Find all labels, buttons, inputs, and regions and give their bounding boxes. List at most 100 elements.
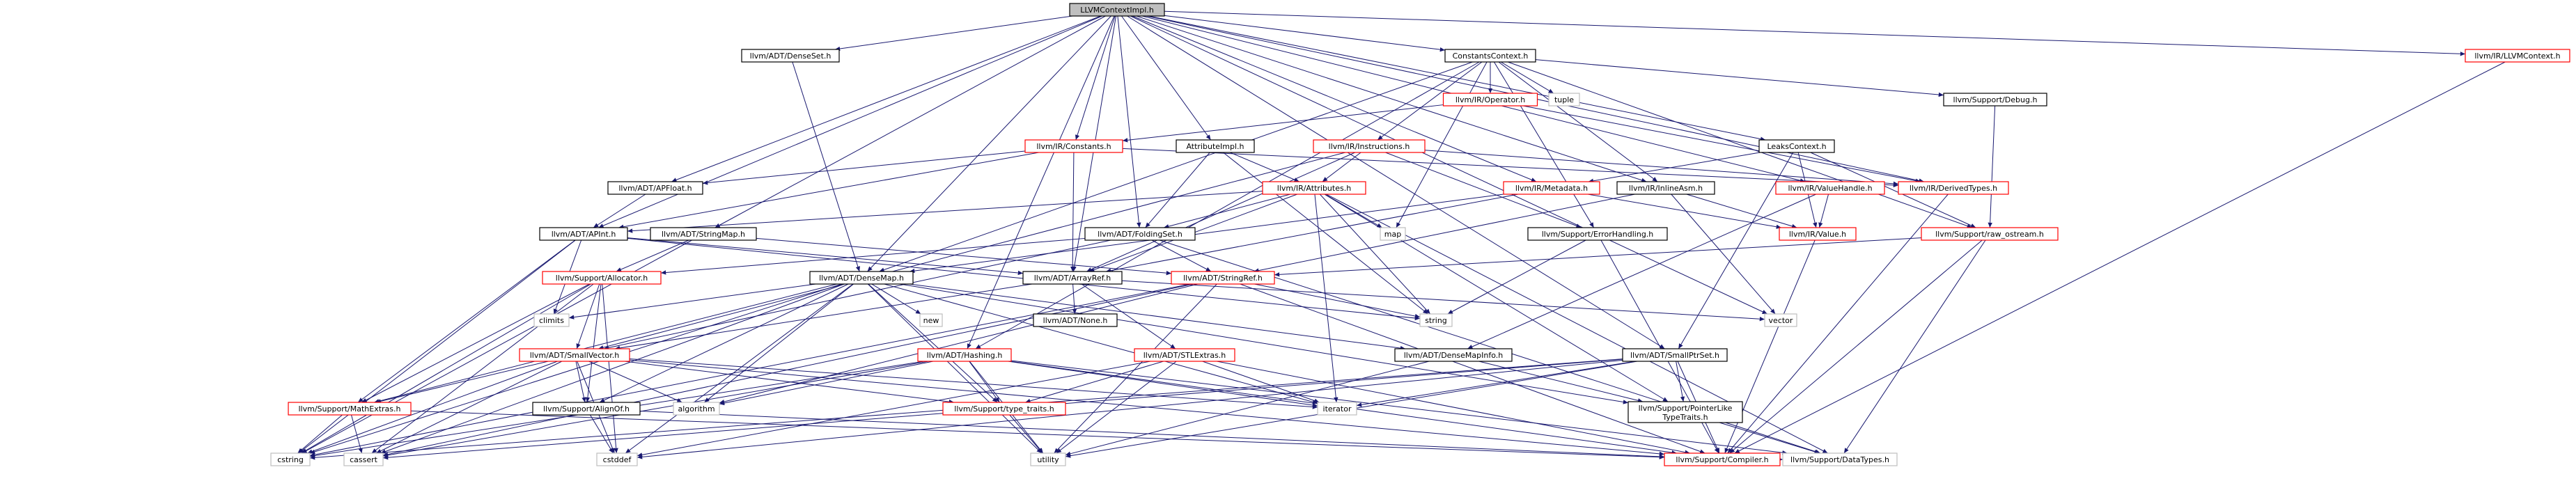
node-box-inlineasm bbox=[1616, 181, 1715, 195]
edge-stlextras-to-cstddef bbox=[637, 361, 1151, 457]
edge-densemap-to-densemapinfo bbox=[909, 283, 1406, 351]
node-box-root bbox=[1069, 3, 1165, 17]
node-compiler[interactable]: llvm/Support/Compiler.h bbox=[1664, 452, 1781, 466]
node-alignof[interactable]: llvm/Support/AlignOf.h bbox=[532, 402, 641, 416]
edge-densemap-to-cstring bbox=[309, 283, 842, 454]
node-none[interactable]: llvm/ADT/None.h bbox=[1033, 313, 1118, 327]
node-debug[interactable]: llvm/Support/Debug.h bbox=[1943, 93, 2047, 107]
edge-root-to-apint bbox=[598, 15, 1102, 228]
node-label-stlextras: llvm/ADT/STLExtras.h bbox=[1143, 351, 1226, 360]
node-smallvector[interactable]: llvm/ADT/SmallVector.h bbox=[519, 348, 630, 362]
node-derivedtypes[interactable]: llvm/IR/DerivedTypes.h bbox=[1898, 181, 2009, 195]
node-attrimpl[interactable]: AttributeImpl.h bbox=[1176, 139, 1255, 153]
node-box-new bbox=[919, 313, 943, 327]
edge-smallvector-to-mathextras bbox=[375, 361, 549, 404]
edge-hashing-to-datatypes bbox=[1010, 360, 1788, 455]
node-inlineasm[interactable]: llvm/IR/InlineAsm.h bbox=[1616, 181, 1715, 195]
edge-root-to-densemap bbox=[867, 15, 1111, 272]
node-vector: vector bbox=[1764, 313, 1797, 327]
edge-hashing-to-iterator bbox=[1008, 361, 1318, 408]
edge-root-to-denseset bbox=[834, 15, 1073, 52]
node-label-root: LLVMContextImpl.h bbox=[1080, 6, 1154, 15]
node-box-apfloat bbox=[607, 181, 703, 195]
node-box-stringref bbox=[1171, 271, 1275, 285]
edge-hashing-to-typetraits bbox=[969, 361, 1000, 403]
node-typetraits[interactable]: llvm/Support/type_traits.h bbox=[942, 402, 1066, 416]
edge-operator-to-derivedtypes bbox=[1523, 105, 1921, 183]
edge-instructions-to-derivedtypes bbox=[1424, 150, 1899, 187]
node-box-apint bbox=[539, 227, 628, 241]
edge-instructions-to-smallvector bbox=[598, 152, 1345, 350]
node-stringref[interactable]: llvm/ADT/StringRef.h bbox=[1171, 271, 1275, 285]
node-box-none bbox=[1033, 313, 1118, 327]
node-label-vector: vector bbox=[1769, 316, 1793, 325]
node-densemapinfo[interactable]: llvm/ADT/DenseMapInfo.h bbox=[1394, 348, 1513, 362]
node-metadata[interactable]: llvm/IR/Metadata.h bbox=[1503, 181, 1600, 195]
node-label-alignof: llvm/Support/AlignOf.h bbox=[543, 404, 630, 414]
node-label-leaksctx: LeaksContext.h bbox=[1767, 142, 1826, 151]
node-box-compiler bbox=[1664, 452, 1781, 466]
edge-foldingset-to-allocator bbox=[660, 237, 1086, 275]
edge-constants-to-apfloat bbox=[702, 150, 1026, 185]
node-rawostream[interactable]: llvm/Support/raw_ostream.h bbox=[1921, 227, 2059, 241]
node-mathextras[interactable]: llvm/Support/MathExtras.h bbox=[288, 402, 412, 416]
edge-operator-to-constants bbox=[1122, 104, 1444, 143]
node-operator[interactable]: llvm/IR/Operator.h bbox=[1442, 93, 1538, 107]
edge-constants-to-apint bbox=[618, 152, 1039, 229]
node-box-operator bbox=[1442, 93, 1538, 107]
edge-rawostream-to-compiler bbox=[1729, 239, 1983, 454]
edge-root-to-leaksctx bbox=[1148, 15, 1766, 141]
node-constants[interactable]: llvm/IR/Constants.h bbox=[1024, 139, 1123, 153]
edge-pointerlike-to-datatypes bbox=[1719, 422, 1820, 454]
node-label-denseset: llvm/ADT/DenseSet.h bbox=[750, 52, 832, 61]
node-label-valuehandle: llvm/IR/ValueHandle.h bbox=[1788, 184, 1872, 193]
node-box-instructions bbox=[1313, 139, 1426, 153]
node-label-stringmap: llvm/ADT/StringMap.h bbox=[662, 230, 745, 239]
node-smallptrset[interactable]: llvm/ADT/SmallPtrSet.h bbox=[1622, 348, 1728, 362]
node-root[interactable]: LLVMContextImpl.h bbox=[1069, 3, 1165, 17]
node-box-tuple bbox=[1548, 93, 1580, 107]
edge-stringmap-to-allocator bbox=[616, 239, 689, 272]
node-box-stlextras bbox=[1134, 348, 1235, 362]
node-algorithm: algorithm bbox=[673, 402, 720, 416]
node-attributes[interactable]: llvm/IR/Attributes.h bbox=[1262, 181, 1366, 195]
node-value[interactable]: llvm/IR/Value.h bbox=[1779, 227, 1857, 241]
node-box-cstddef bbox=[596, 452, 638, 466]
node-apfloat[interactable]: llvm/ADT/APFloat.h bbox=[607, 181, 703, 195]
node-box-densemapinfo bbox=[1394, 348, 1513, 362]
node-arrayref[interactable]: llvm/ADT/ArrayRef.h bbox=[1022, 271, 1123, 285]
node-allocator[interactable]: llvm/Support/Allocator.h bbox=[542, 271, 662, 285]
node-label-hashing: llvm/ADT/Hashing.h bbox=[927, 351, 1003, 360]
node-llvmctx[interactable]: llvm/IR/LLVMContext.h bbox=[2465, 49, 2570, 63]
node-densemap[interactable]: llvm/ADT/DenseMap.h bbox=[809, 271, 914, 285]
node-box-datatypes bbox=[1782, 452, 1898, 466]
edge-root-to-metadata bbox=[1132, 15, 1537, 182]
node-apint[interactable]: llvm/ADT/APInt.h bbox=[539, 227, 628, 241]
node-stlextras[interactable]: llvm/ADT/STLExtras.h bbox=[1134, 348, 1235, 362]
edge-apint-to-mathextras bbox=[357, 239, 576, 403]
node-errorhandling[interactable]: llvm/Support/ErrorHandling.h bbox=[1527, 227, 1668, 241]
edge-denseset-to-densemap bbox=[792, 61, 860, 272]
node-constctx[interactable]: ConstantsContext.h bbox=[1444, 49, 1536, 63]
node-box-map bbox=[1380, 227, 1406, 241]
node-stringmap[interactable]: llvm/ADT/StringMap.h bbox=[650, 227, 757, 241]
edge-densemapinfo-to-pointerlike bbox=[1478, 361, 1644, 403]
node-cstring: cstring bbox=[270, 452, 311, 466]
edge-mathextras-to-cassert bbox=[350, 414, 363, 454]
edge-alignof-to-compiler bbox=[639, 410, 1665, 459]
node-label-apint: llvm/ADT/APInt.h bbox=[552, 230, 616, 239]
node-valuehandle[interactable]: llvm/IR/ValueHandle.h bbox=[1775, 181, 1885, 195]
node-box-utility bbox=[1030, 452, 1066, 466]
node-foldingset[interactable]: llvm/ADT/FoldingSet.h bbox=[1084, 227, 1196, 241]
node-box-allocator bbox=[542, 271, 662, 285]
edge-constctx-to-densemap bbox=[879, 61, 1473, 272]
node-denseset[interactable]: llvm/ADT/DenseSet.h bbox=[741, 49, 840, 63]
node-box-arrayref bbox=[1022, 271, 1123, 285]
node-hashing[interactable]: llvm/ADT/Hashing.h bbox=[917, 348, 1012, 362]
node-leaksctx[interactable]: LeaksContext.h bbox=[1758, 139, 1835, 153]
node-instructions[interactable]: llvm/IR/Instructions.h bbox=[1313, 139, 1426, 153]
edge-densemap-to-cstddef bbox=[625, 283, 854, 454]
node-box-attrimpl bbox=[1176, 139, 1255, 153]
node-box-densemap bbox=[809, 271, 914, 285]
